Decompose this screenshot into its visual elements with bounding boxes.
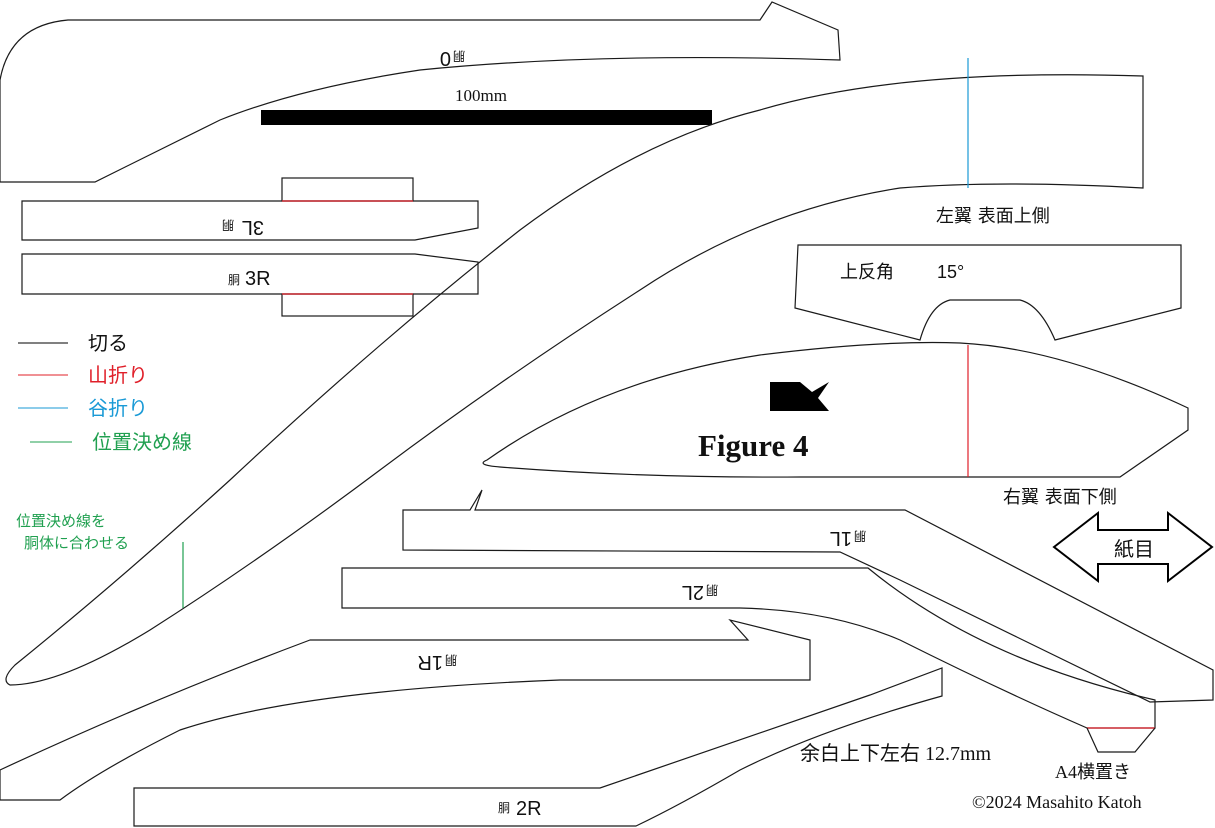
fuselage-part-3R-outline — [21, 253, 479, 295]
scale-bar-label: 100mm — [455, 86, 507, 105]
fuselage-part-1R-outline — [0, 618, 811, 801]
dihedral-guide-outline — [794, 244, 1182, 341]
part-1R-label: 胴 1R — [417, 651, 457, 673]
svg-text:胴: 胴 — [228, 273, 240, 287]
legend-label-mountain: 山折り — [88, 363, 148, 387]
svg-text:胴: 胴 — [222, 218, 234, 232]
svg-text:胴: 胴 — [854, 529, 866, 543]
alignment-note-line2: 胴体に合わせる — [24, 534, 129, 552]
part-3L-tab — [281, 177, 414, 202]
grain-arrow-icon — [1052, 510, 1214, 584]
left-wing-outline — [5, 74, 1144, 686]
right-wing-outline — [482, 341, 1189, 478]
dihedral-value: 15° — [937, 262, 964, 282]
dihedral-label: 上反角 — [840, 262, 894, 283]
fuselage-part-2L-outline — [341, 567, 1156, 729]
figure-title: Figure 4 — [698, 428, 809, 463]
part-1L-label: 胴 1L — [830, 527, 866, 549]
svg-text:1L: 1L — [830, 527, 852, 549]
fuselage-part-0-outline — [0, 1, 841, 183]
svg-text:胴: 胴 — [453, 49, 465, 63]
svg-text:胴: 胴 — [706, 583, 718, 597]
legend-label-cut: 切る — [88, 331, 128, 355]
right-wing-label: 右翼 表面下側 — [1003, 487, 1117, 508]
paper-note: A4横置き — [1055, 762, 1131, 782]
legend-label-valley: 谷折り — [88, 396, 148, 420]
scale-bar — [261, 110, 712, 125]
svg-text:2R: 2R — [516, 798, 542, 820]
left-wing-label: 左翼 表面上側 — [936, 206, 1050, 227]
svg-text:0: 0 — [440, 47, 451, 69]
grain-label: 紙目 — [1114, 537, 1154, 561]
part-2L-label: 胴 2L — [682, 581, 718, 603]
svg-text:胴: 胴 — [498, 801, 510, 815]
svg-text:3R: 3R — [245, 268, 271, 290]
legend-label-position: 位置決め線 — [92, 430, 192, 454]
svg-text:2L: 2L — [682, 581, 704, 603]
svg-text:1R: 1R — [417, 651, 443, 673]
part-0-label: 胴 0 — [440, 47, 465, 69]
part-2L-tab — [1086, 727, 1156, 753]
part-3L-label: 3L 胴 — [222, 216, 264, 238]
fuselage-part-2R-outline — [133, 667, 943, 827]
alignment-note-line1: 位置決め線を — [16, 512, 106, 530]
margin-note: 余白上下左右 12.7mm — [800, 742, 992, 765]
svg-text:胴: 胴 — [445, 653, 457, 667]
part-2R-label: 胴 2R — [498, 798, 542, 820]
fuselage-part-1L-outline — [402, 489, 1214, 703]
part-3R-label: 胴 3R — [228, 268, 271, 290]
part-3R-tab — [281, 293, 414, 317]
legend: 切る 山折り 谷折り 位置決め線 — [18, 331, 192, 454]
mk-logo-icon — [770, 382, 829, 411]
copyright: ©2024 Masahito Katoh — [972, 792, 1142, 812]
svg-text:3L: 3L — [242, 216, 264, 238]
